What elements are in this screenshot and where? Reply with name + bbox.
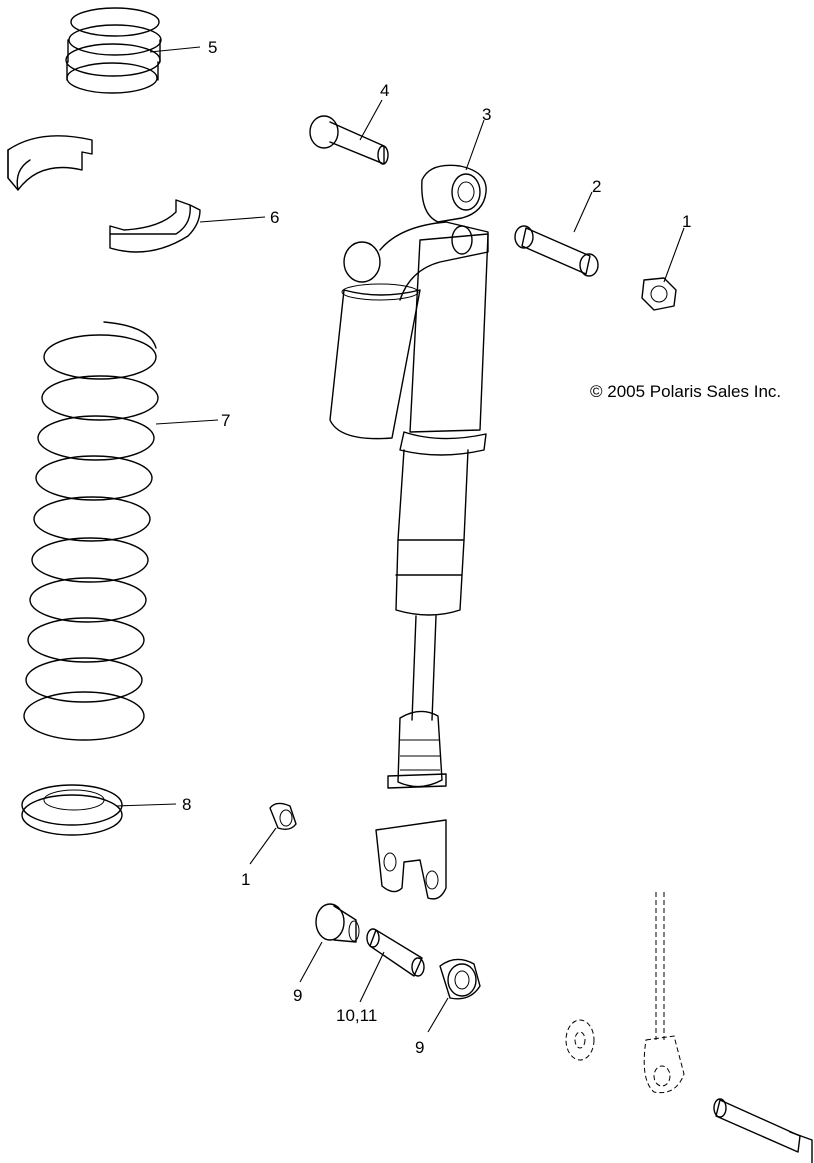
callout-1-bottom: 1 — [241, 870, 250, 889]
part-10-11-sleeve — [366, 928, 425, 977]
callout-6: 6 — [270, 208, 279, 227]
callout-9-left: 9 — [293, 986, 302, 1005]
part-1-nut-top — [641, 277, 677, 311]
part-1-nut-bottom — [269, 802, 297, 831]
part-2-sleeve — [451, 225, 599, 277]
part-7-large-spring — [23, 321, 159, 741]
callout-9-right: 9 — [415, 1038, 424, 1057]
copyright-notice: © 2005 Polaris Sales Inc. — [590, 382, 781, 401]
callout-3: 3 — [482, 105, 491, 124]
part-9-bushing-left — [315, 903, 360, 943]
optional-hardware-dashed — [565, 892, 813, 1163]
part-6-retainer-lower — [109, 199, 201, 253]
part-5-spring — [65, 7, 162, 94]
callout-2: 2 — [592, 177, 601, 196]
part-8-spring-seat — [21, 784, 123, 836]
part-4-bolt — [309, 115, 389, 165]
callout-1-top: 1 — [682, 212, 691, 231]
leader-lines — [115, 46, 685, 1033]
callout-5: 5 — [208, 38, 217, 57]
callout-10-11: 10,11 — [336, 1006, 377, 1025]
callout-8: 8 — [182, 795, 191, 814]
part-9-bushing-right — [439, 958, 481, 1000]
part-6-retainer-upper — [7, 135, 93, 191]
callout-4: 4 — [380, 81, 389, 100]
part-3-shock-absorber — [329, 164, 489, 900]
callout-7: 7 — [221, 411, 230, 430]
